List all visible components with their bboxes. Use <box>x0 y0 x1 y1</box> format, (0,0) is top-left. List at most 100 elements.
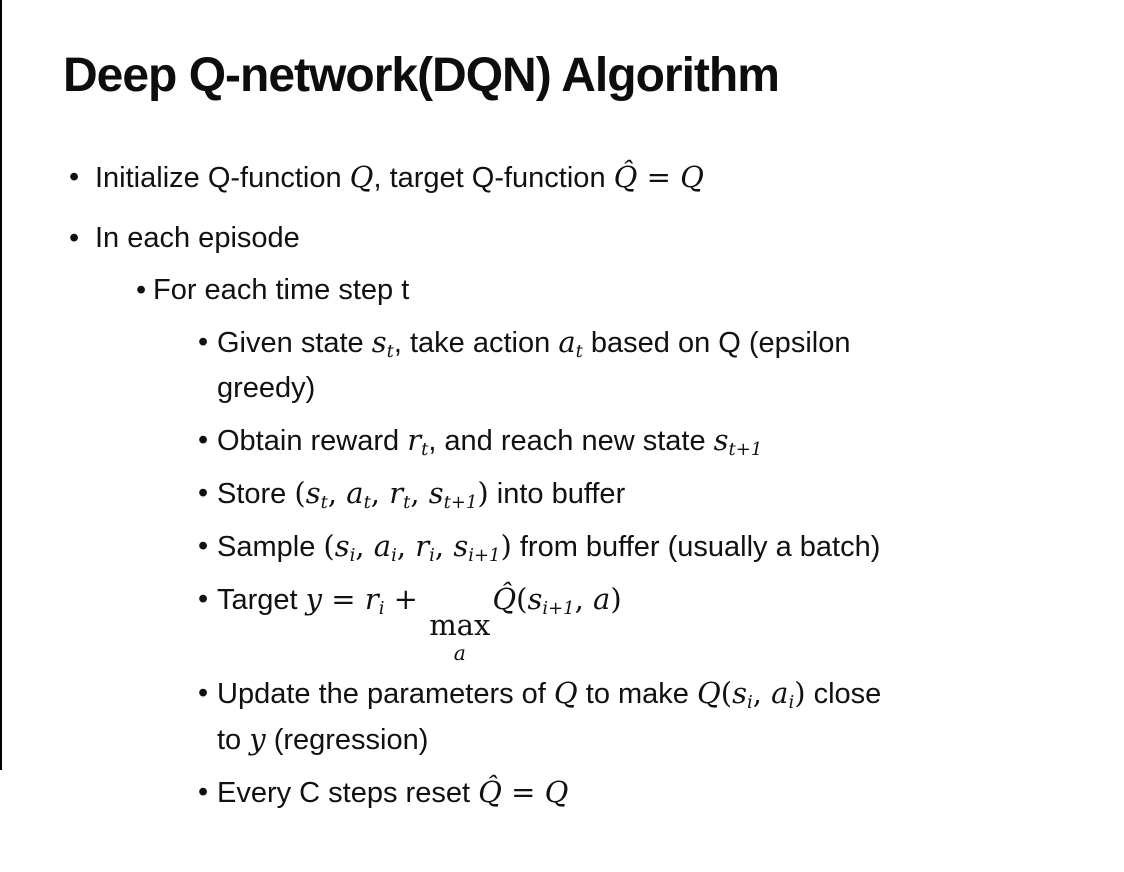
list-item: •Sample (si, ai, ri, si+1) from buffer (… <box>0 524 1090 570</box>
text-segment: i <box>429 545 435 567</box>
bullet-icon: • <box>198 583 209 616</box>
text-segment: ) <box>794 675 806 710</box>
text-segment: , <box>355 529 374 564</box>
list-item: •For each time step t <box>0 268 1090 313</box>
list-item: •Every C steps reset Q̂ = Q <box>0 770 1090 816</box>
text-segment: a <box>593 582 611 617</box>
list-item: •Store (st, at, rt, st+1) into buffer <box>0 471 1090 517</box>
list-item: • In each episode <box>0 216 1090 261</box>
text-segment: i <box>349 545 356 567</box>
text-segment: t <box>363 492 371 514</box>
text-segment: i+1 <box>542 598 575 620</box>
text-segment: Q̂ <box>613 160 638 195</box>
text-segment: i <box>746 691 753 713</box>
bullet-icon: • <box>198 424 209 457</box>
text-segment: s <box>305 476 321 511</box>
text-segment: greedy) <box>217 372 316 405</box>
list-item-text: Update the parameters of Q to make Q(si,… <box>217 671 1090 763</box>
list-item-text: For each time step t <box>153 268 1090 313</box>
list-item-text: Store (st, at, rt, st+1) into buffer <box>217 471 1090 517</box>
text-segment: s <box>527 582 543 617</box>
text-segment: ( <box>323 529 335 564</box>
text-segment: t <box>421 439 429 461</box>
bullet-icon: • <box>136 274 147 307</box>
text-segment: s <box>453 529 469 564</box>
list-item: •Initialize Q-function Q, target Q-funct… <box>0 155 1090 201</box>
text-segment: ( <box>516 582 528 617</box>
text-segment: For each time step t <box>153 274 410 307</box>
text-segment: y <box>305 582 323 617</box>
text-segment: t <box>403 492 411 514</box>
bullet-icon: • <box>69 222 80 255</box>
text-segment: Q <box>544 774 569 809</box>
text-segment: , take action <box>393 327 559 360</box>
text-segment: a <box>346 476 364 511</box>
text-segment: Store <box>217 478 295 511</box>
text-segment: Obtain reward <box>217 425 408 458</box>
text-segment: + <box>384 582 428 617</box>
text-segment: Q <box>696 675 721 710</box>
text-segment: Update the parameters of <box>217 677 554 710</box>
text-segment: i <box>391 545 397 567</box>
text-segment: Q̂ <box>492 582 517 617</box>
slide-edge-line <box>0 0 2 770</box>
text-segment: , <box>370 476 390 511</box>
text-segment: Q <box>349 160 374 195</box>
text-segment: to make <box>577 677 697 710</box>
text-segment: s <box>713 423 729 458</box>
text-segment: , <box>410 476 429 511</box>
text-segment: = <box>501 774 545 809</box>
text-segment: i <box>788 691 795 713</box>
text-segment: , <box>327 476 347 511</box>
bullet-icon: • <box>198 676 209 709</box>
bullet-list: •Initialize Q-function Q, target Q-funct… <box>0 155 1090 815</box>
text-segment: r <box>364 582 379 617</box>
text-segment: t+1 <box>443 492 478 514</box>
text-segment: t <box>320 492 328 514</box>
list-item: •Update the parameters of Q to make Q(si… <box>0 671 1090 763</box>
text-segment: , <box>434 529 454 564</box>
text-segment: t <box>575 341 583 363</box>
list-item: •Obtain reward rt, and reach new state s… <box>0 418 1090 464</box>
text-segment: from buffer (usually a batch) <box>511 531 881 564</box>
text-segment: In each episode <box>95 222 300 255</box>
list-item-text: Sample (si, ai, ri, si+1) from buffer (u… <box>217 524 1090 570</box>
text-segment: i <box>378 598 385 620</box>
text-segment: Q̂ <box>478 774 502 809</box>
text-segment: a <box>558 325 576 360</box>
text-segment: Initialize Q-function <box>95 162 350 195</box>
text-segment: s <box>732 675 747 710</box>
text-segment: ( <box>294 476 306 511</box>
list-item-text: Given state st, take action at based on … <box>217 320 1090 411</box>
text-segment: based on Q (epsilon <box>582 327 851 360</box>
text-segment: r <box>415 529 430 564</box>
text-segment: ) <box>477 476 489 511</box>
text-segment: close <box>805 677 882 710</box>
text-segment: t+1 <box>728 439 763 461</box>
text-segment: ( <box>720 675 733 710</box>
page-title: Deep Q-network(DQN) Algorithm <box>63 49 780 102</box>
text-segment: , <box>574 582 594 617</box>
bullet-icon: • <box>198 530 209 563</box>
text-segment: i+1 <box>468 545 501 567</box>
text-segment: y <box>249 721 266 756</box>
list-item-text: In each episode <box>95 216 1090 261</box>
text-segment: , <box>396 529 416 564</box>
text-segment: s <box>428 476 444 511</box>
text-segment: (regression) <box>265 723 429 756</box>
text-segment: ) <box>610 582 622 617</box>
text-segment: to <box>217 723 250 756</box>
bullet-icon: • <box>198 477 209 510</box>
text-segment: a <box>373 529 392 564</box>
text-segment: Given state <box>217 327 372 360</box>
text-segment: , <box>752 675 772 710</box>
bullet-icon: • <box>69 161 80 194</box>
text-segment: , and reach new state <box>428 425 714 458</box>
text-segment: Sample <box>217 531 324 564</box>
bullet-icon: • <box>198 326 209 359</box>
text-segment: s <box>334 529 350 564</box>
list-item-text: Every C steps reset Q̂ = Q <box>217 770 1090 816</box>
